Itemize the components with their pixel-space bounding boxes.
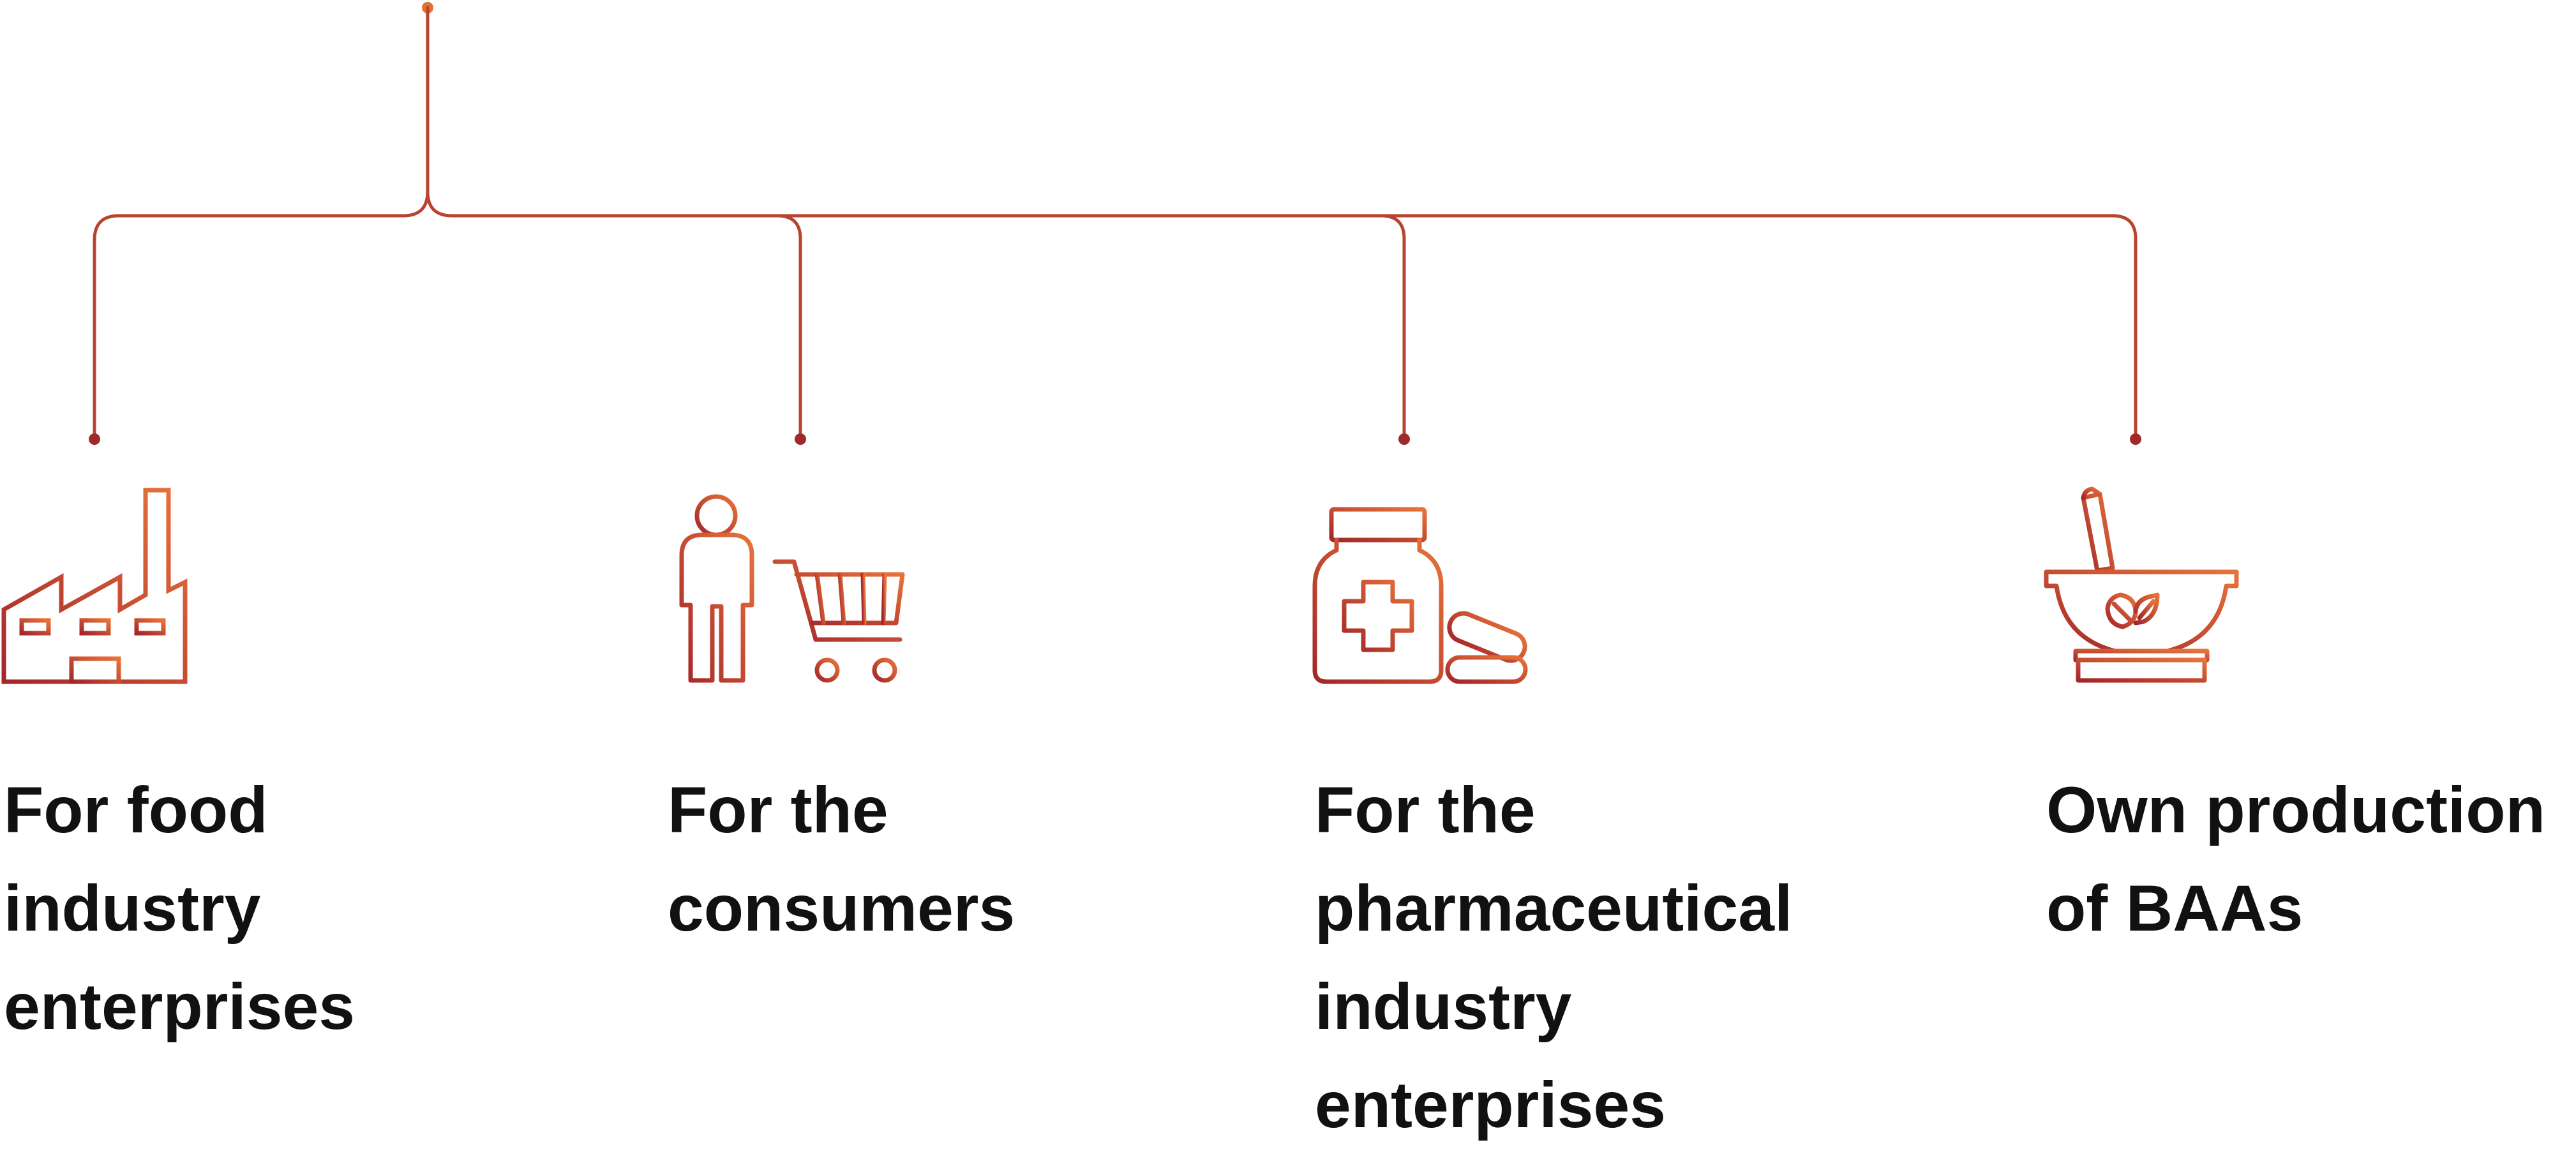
label-line: industry	[1315, 970, 1572, 1043]
branch-label-own-production: Own production of BAAs	[2046, 761, 2545, 957]
label-line: consumers	[668, 872, 1015, 945]
medicine-bottle-with-pills-icon	[1312, 507, 1528, 684]
branch-line-left	[93, 190, 430, 440]
branch-line-3	[1379, 214, 1406, 440]
branch-end-dot-1	[795, 433, 806, 445]
connector-tree	[89, 2, 2141, 445]
label-line: For the	[668, 774, 888, 846]
branch-line-2	[775, 214, 802, 440]
branch-label-consumers: For the consumers	[668, 761, 1015, 957]
label-line: industry	[4, 872, 261, 945]
mortar-and-pestle-icon	[2044, 486, 2239, 683]
label-line: enterprises	[4, 970, 355, 1043]
label-line: pharmaceutical	[1315, 872, 1793, 945]
branch-label-pharmaceutical: For the pharmaceutical industry enterpri…	[1315, 761, 1792, 1154]
label-line: enterprises	[1315, 1068, 1666, 1141]
branch-end-dot-0	[89, 433, 100, 445]
label-line: For food	[4, 774, 268, 846]
factory-icon	[1, 488, 188, 684]
label-line: For the	[1315, 774, 1536, 846]
branch-end-dot-3	[2130, 433, 2141, 445]
branch-end-dot-2	[1398, 433, 1410, 445]
trunk-line	[426, 6, 2138, 440]
shopper-with-cart-icon	[679, 494, 905, 683]
label-line: Own production	[2046, 774, 2545, 846]
label-line: of BAAs	[2046, 872, 2303, 945]
branch-label-food-industry: For food industry enterprises	[4, 761, 355, 1056]
